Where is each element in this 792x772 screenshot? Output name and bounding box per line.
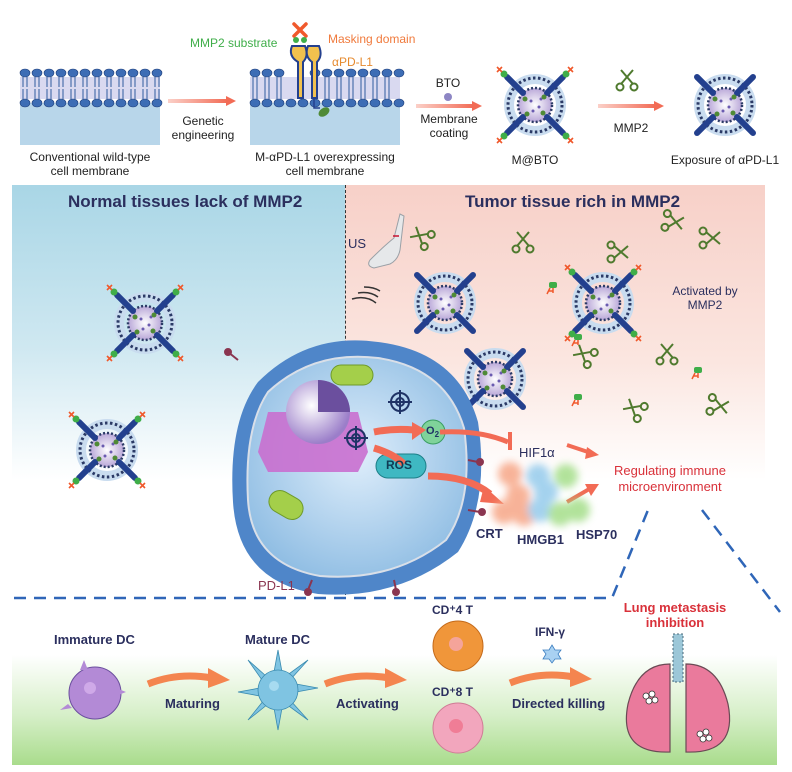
cd8-label: CD⁺8 T <box>432 685 474 699</box>
scissors-icon <box>406 221 438 253</box>
activated-by-mmp2-label: Activated by MMP2 <box>672 284 738 312</box>
scissors-icon <box>698 226 721 250</box>
ifn-gamma-star-icon <box>542 644 562 664</box>
scissors-icon <box>655 343 679 366</box>
arrow-2-label: Membrane coating <box>420 112 478 140</box>
membrane-bilayer-icon <box>19 68 163 145</box>
regulating-immune-label: Regulating immune microenvironment <box>613 463 726 494</box>
maturing-label: Maturing <box>165 696 220 711</box>
scissors-icon <box>619 393 651 425</box>
inhibition-arrow-o2-hif <box>439 429 512 450</box>
cleaved-fragment-icon <box>571 333 583 347</box>
crt-label: CRT <box>476 526 503 541</box>
o2-label: O2 <box>426 425 440 440</box>
arrow-membrane-coating <box>416 101 482 111</box>
ultrasound-waves-icon <box>351 286 381 304</box>
tumor-cell-icon <box>224 340 486 596</box>
cleaved-fragment-icon <box>691 366 703 380</box>
immature-dc-icon <box>60 660 126 720</box>
apdl1-protein-icon <box>289 22 330 117</box>
arrow-damps-to-regulating <box>565 484 599 504</box>
bto-label: BTO <box>435 76 461 90</box>
damps-cluster-icon <box>492 462 590 526</box>
activating-label: Activating <box>336 696 399 711</box>
cd8-t-cell-icon <box>432 702 484 754</box>
masking-domain-label: Masking domain <box>328 32 416 46</box>
arrow-3-label: MMP2 <box>613 121 649 135</box>
scissors-icon <box>615 69 639 92</box>
hsp70-label: HSP70 <box>576 527 618 542</box>
cleaved-fragment-icon <box>546 281 558 295</box>
nanoparticle-normal-1 <box>100 278 190 368</box>
scissors-icon <box>659 208 686 235</box>
apdl1-label: αPD-L1 <box>332 55 373 69</box>
arrow-genetic-engineering <box>168 96 236 106</box>
hif1a-label: HIF1α <box>519 445 555 460</box>
arrow-hif-to-regulating <box>566 443 599 459</box>
stage-4-label: Exposure of αPD-L1 <box>670 153 780 167</box>
stage-3-label: M@BTO <box>511 153 559 167</box>
arrow-1-label: Genetic engineering <box>171 114 235 142</box>
cd4-label: CD⁺4 T <box>432 603 474 617</box>
arrow-mmp2 <box>598 101 664 111</box>
nanoparticle-normal-2 <box>62 405 152 495</box>
ifn-gamma-label: IFN-γ <box>535 625 565 639</box>
us-label: US <box>348 236 367 251</box>
mmp2-substrate-label: MMP2 substrate <box>190 36 278 50</box>
callout-dashed-line <box>14 509 781 613</box>
pdl1-label: PD-L1 <box>258 578 295 593</box>
scissors-icon <box>511 231 535 254</box>
cd4-t-cell-icon <box>432 620 484 672</box>
arrow-directed-killing <box>508 667 592 687</box>
ros-label: ROS <box>386 458 413 472</box>
cleaved-fragment-icon <box>571 393 583 407</box>
exposed-nanoparticle-icon <box>680 60 770 150</box>
mature-dc-icon <box>237 649 319 731</box>
arrow-activating <box>323 668 407 688</box>
stage-1-label: Conventional wild-type cell membrane <box>29 150 151 178</box>
lungs-icon <box>625 633 731 753</box>
immature-dc-label: Immature DC <box>54 632 135 647</box>
stage-2-label: M-αPD-L1 overexpressing cell membrane <box>255 150 395 178</box>
normal-tissue-title: Normal tissues lack of MMP2 <box>68 192 303 211</box>
arrow-ros-to-dampss <box>427 472 504 504</box>
scissors-icon <box>606 240 629 264</box>
bto-particle-icon <box>444 93 452 101</box>
directed-killing-label: Directed killing <box>512 696 606 711</box>
wild-type-membrane <box>19 65 163 145</box>
mature-dc-label: Mature DC <box>245 632 311 647</box>
lung-metastasis-label: Lung metastasis inhibition <box>623 600 727 630</box>
hmgb1-label: HMGB1 <box>517 532 564 547</box>
scissors-icon <box>704 392 731 419</box>
m-bto-nanoparticle-icon <box>490 60 580 150</box>
arrow-maturing <box>146 668 230 688</box>
tumor-tissue-title: Tumor tissue rich in MMP2 <box>465 192 681 211</box>
ultrasound-probe-icon <box>368 213 405 269</box>
